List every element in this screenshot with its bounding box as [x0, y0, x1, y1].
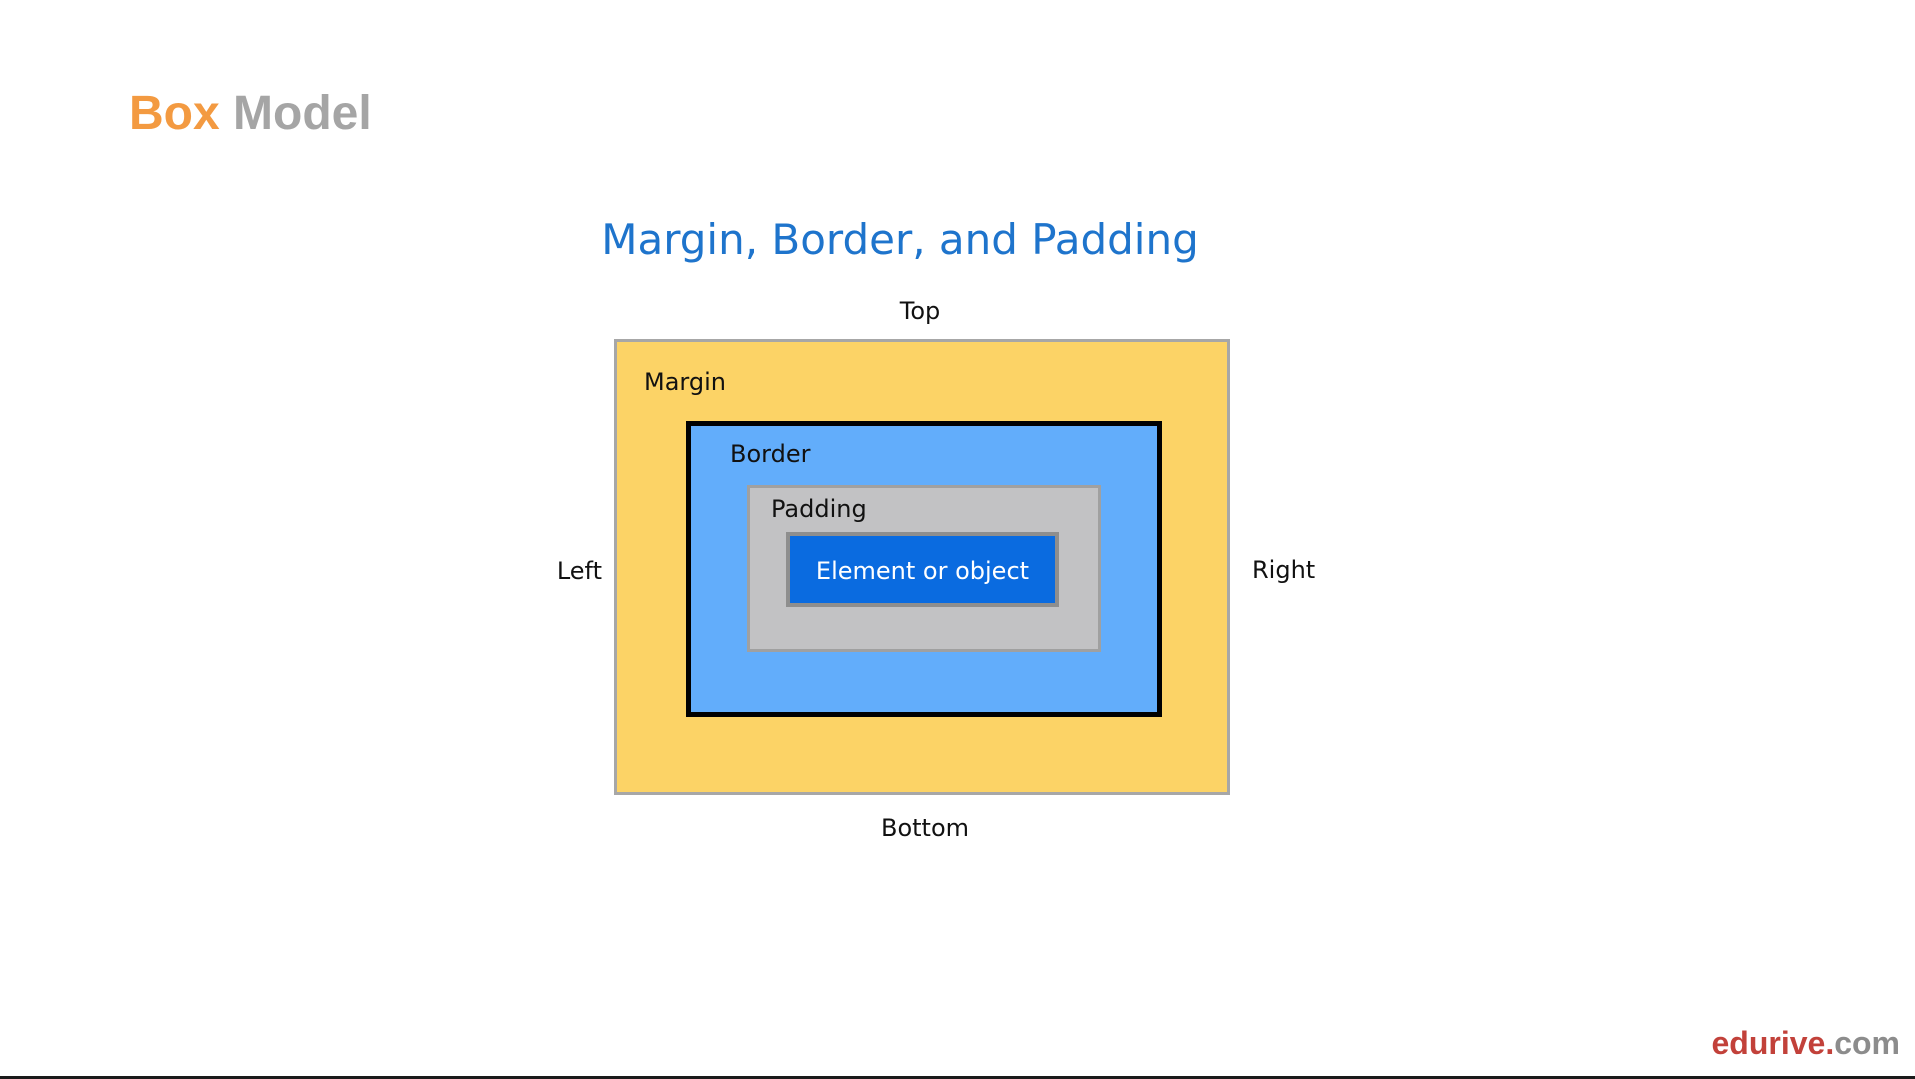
slide-title-word-box: Box	[129, 87, 220, 140]
border-label: Border	[730, 440, 811, 468]
brand-tld: com	[1834, 1025, 1900, 1061]
bottom-divider	[0, 1076, 1915, 1079]
margin-label: Margin	[644, 368, 726, 396]
element-label: Element or object	[815, 557, 1030, 585]
slide-title: Box Model	[129, 82, 372, 146]
diagram-title: Margin, Border, and Padding	[601, 215, 1199, 264]
side-label-right: Right	[1252, 556, 1316, 584]
side-label-top: Top	[899, 297, 941, 325]
element-box	[786, 532, 1059, 607]
side-label-left: Left	[556, 557, 602, 585]
side-label-bottom: Bottom	[880, 814, 970, 842]
padding-label: Padding	[771, 495, 867, 523]
brand-watermark: edurive.com	[1700, 1023, 1900, 1063]
brand-name: edurive.	[1711, 1025, 1835, 1061]
slide-title-word-model: Model	[233, 87, 372, 140]
